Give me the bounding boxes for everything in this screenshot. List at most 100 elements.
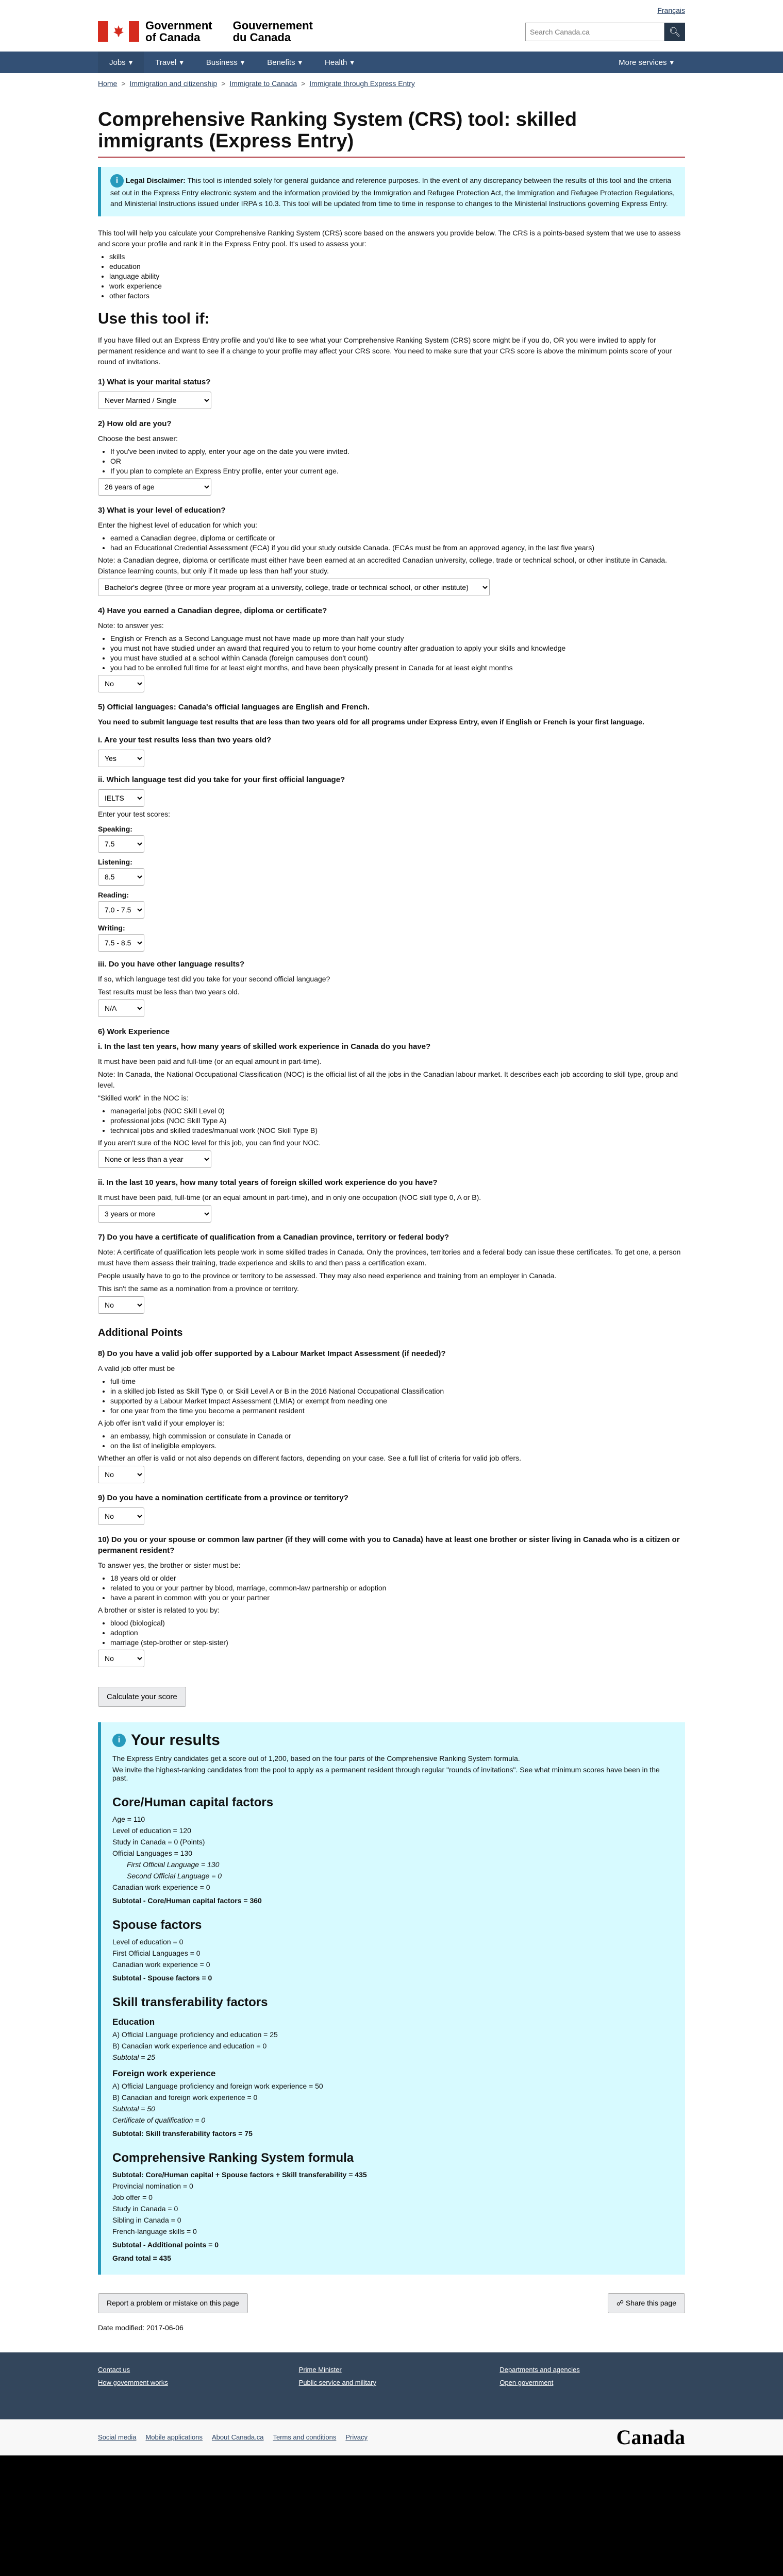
formula-french: French-language skills = 0 <box>112 2227 197 2235</box>
job-offer-select[interactable]: No <box>98 1465 144 1483</box>
footer-bottom-link[interactable]: About Canada.ca <box>212 2433 264 2442</box>
breadcrumb-immigrate[interactable]: Immigrate to Canada <box>229 79 297 88</box>
test-results-age-select[interactable]: Yes <box>98 749 144 767</box>
government-signature[interactable]: Government of Canada Gouvernement du Can… <box>98 20 313 43</box>
footer-link[interactable]: Prime Minister <box>298 2365 342 2374</box>
listening-select[interactable]: 8.5 <box>98 868 144 886</box>
page-actions: Report a problem or mistake on this page… <box>98 2293 685 2313</box>
menu-item-travel[interactable]: Travel▾ <box>155 58 184 67</box>
menu-item-business[interactable]: Business▾ <box>206 58 245 67</box>
footer-link[interactable]: How government works <box>98 2378 168 2386</box>
breadcrumb-immigration[interactable]: Immigration and citizenship <box>129 79 218 88</box>
question-note: To answer yes, the brother or sister mus… <box>98 1561 241 1569</box>
breadcrumb-home[interactable]: Home <box>98 79 118 88</box>
calculate-score-button[interactable]: Calculate your score <box>98 1686 186 1707</box>
footer-link[interactable]: Departments and agencies <box>499 2365 580 2374</box>
list-item: you must have studied at a school within… <box>110 654 685 662</box>
language-toggle-link[interactable]: Français <box>657 6 685 14</box>
chevron-down-icon: ▾ <box>298 58 303 67</box>
skill-education-a: A) Official Language proficiency and edu… <box>112 2030 278 2039</box>
info-icon: i <box>110 174 124 188</box>
foreign-work-select[interactable]: 3 years or more <box>98 1205 211 1223</box>
share-page-button[interactable]: ☍ Share this page <box>607 2293 685 2313</box>
first-language-test-select[interactable]: IELTS <box>98 789 144 807</box>
writing-select[interactable]: 7.5 - 8.5 <box>98 934 144 952</box>
list-item: in a skilled job listed as Skill Type 0,… <box>110 1387 685 1395</box>
nomination-select[interactable]: No <box>98 1507 144 1525</box>
gov-en-line1: Government <box>145 19 212 32</box>
marital-status-select[interactable]: Never Married / Single <box>98 391 211 409</box>
search-icon: 🔍︎ <box>669 26 681 37</box>
question-note: You need to submit language test results… <box>98 717 644 726</box>
footer-link[interactable]: Contact us <box>98 2365 130 2374</box>
list-item: managerial jobs (NOC Skill Level 0) <box>110 1107 685 1115</box>
question-label: 8) Do you have a valid job offer support… <box>98 1349 446 1358</box>
core-canadian-study: Study in Canada = 0 (Points) <box>112 1837 205 1846</box>
menu-item-benefits[interactable]: Benefits▾ <box>267 58 303 67</box>
sibling-select[interactable]: No <box>98 1649 144 1667</box>
footer-link[interactable]: Public service and military <box>298 2378 376 2386</box>
formula-job-offer: Job offer = 0 <box>112 2193 153 2201</box>
list-item: supported by a Labour Market Impact Asse… <box>110 1397 685 1405</box>
menu-item-jobs[interactable]: Jobs▾ <box>98 52 144 73</box>
breadcrumb-express-entry[interactable]: Immigrate through Express Entry <box>309 79 415 88</box>
core-age: Age = 110 <box>112 1815 145 1823</box>
skill-education-b: B) Canadian work experience and educatio… <box>112 2041 267 2050</box>
question-job-offer: 8) Do you have a valid job offer support… <box>98 1348 685 1483</box>
menu-item-health[interactable]: Health▾ <box>325 58 354 67</box>
skill-education-subtotal: Subtotal = 25 <box>112 2053 155 2061</box>
footer-bottom-link[interactable]: Social media <box>98 2433 137 2442</box>
question-note: It must have been paid and full-time (or… <box>98 1057 322 1065</box>
canadian-degree-select[interactable]: No <box>98 674 144 692</box>
footer-bottom-links: Social media Mobile applications About C… <box>98 2433 368 2441</box>
speaking-label: Speaking: <box>98 824 132 833</box>
results-summary-2: We invite the highest-ranking candidates… <box>112 1765 660 1782</box>
question-note: If you aren't sure of the NOC level for … <box>98 1138 321 1147</box>
formula-heading: Comprehensive Ranking System formula <box>112 2150 354 2165</box>
footer-bottom-link[interactable]: Terms and conditions <box>273 2433 337 2442</box>
question-age: 2) How old are you? Choose the best answ… <box>98 418 685 496</box>
footer-link[interactable]: Open government <box>499 2378 554 2386</box>
core-first-language: First Official Language = 130 <box>127 1860 220 1869</box>
second-language-test-select[interactable]: N/A <box>98 999 144 1017</box>
use-tool-heading: Use this tool if: <box>98 310 210 327</box>
list-item: English or French as a Second Language m… <box>110 634 685 642</box>
question-nomination: 9) Do you have a nomination certificate … <box>98 1493 685 1525</box>
spouse-heading: Spouse factors <box>112 1918 202 1932</box>
speaking-select[interactable]: 7.5 <box>98 835 144 853</box>
spouse-subtotal: Subtotal - Spouse factors = 0 <box>112 1973 212 1982</box>
share-icon: ☍ <box>616 2298 624 2307</box>
menu-item-more-services[interactable]: More services▾ <box>619 58 674 67</box>
footer-bottom-link[interactable]: Mobile applications <box>145 2433 203 2442</box>
search-input[interactable] <box>525 23 664 41</box>
canadian-work-select[interactable]: None or less than a year <box>98 1150 211 1168</box>
core-heading: Core/Human capital factors <box>112 1795 274 1809</box>
breadcrumb: Home> Immigration and citizenship> Immig… <box>0 73 783 94</box>
question-label: 2) How old are you? <box>98 419 172 428</box>
question-certificate: 7) Do you have a certificate of qualific… <box>98 1232 685 1314</box>
footer-bottom-link[interactable]: Privacy <box>345 2433 368 2442</box>
results-summary: The Express Entry candidates get a score… <box>112 1754 520 1762</box>
education-select[interactable]: Bachelor's degree (three or more year pr… <box>98 578 490 596</box>
certificate-select[interactable]: No <box>98 1296 144 1314</box>
report-problem-button[interactable]: Report a problem or mistake on this page <box>98 2293 248 2313</box>
reading-select[interactable]: 7.0 - 7.5 <box>98 901 144 919</box>
core-subtotal: Subtotal - Core/Human capital factors = … <box>112 1896 262 1905</box>
question-note: Note: A certificate of qualification let… <box>98 1247 681 1267</box>
gov-fr-line1: Gouvernement <box>232 19 313 32</box>
question-official-languages: 5) Official languages: Canada's official… <box>98 702 685 1017</box>
search-button[interactable]: 🔍︎ <box>664 23 685 41</box>
skill-foreign-b: B) Canadian and foreign work experience … <box>112 2093 258 2102</box>
core-work: Canadian work experience = 0 <box>112 1883 210 1891</box>
question-label: 10) Do you or your spouse or common law … <box>98 1535 680 1555</box>
chevron-down-icon: ▾ <box>179 58 184 67</box>
question-note: This isn't the same as a nomination from… <box>98 1284 299 1293</box>
question-education: 3) What is your level of education? Ente… <box>98 505 685 596</box>
question-label: 4) Have you earned a Canadian degree, di… <box>98 606 327 615</box>
age-select[interactable]: 26 years of age <box>98 478 211 496</box>
list-item: related to you or your partner by blood,… <box>110 1584 685 1592</box>
search-form: 🔍︎ <box>525 23 685 41</box>
results-heading: Your results <box>131 1731 220 1749</box>
reading-label: Reading: <box>98 890 129 899</box>
skill-foreign-subtotal: Subtotal = 50 <box>112 2104 155 2113</box>
